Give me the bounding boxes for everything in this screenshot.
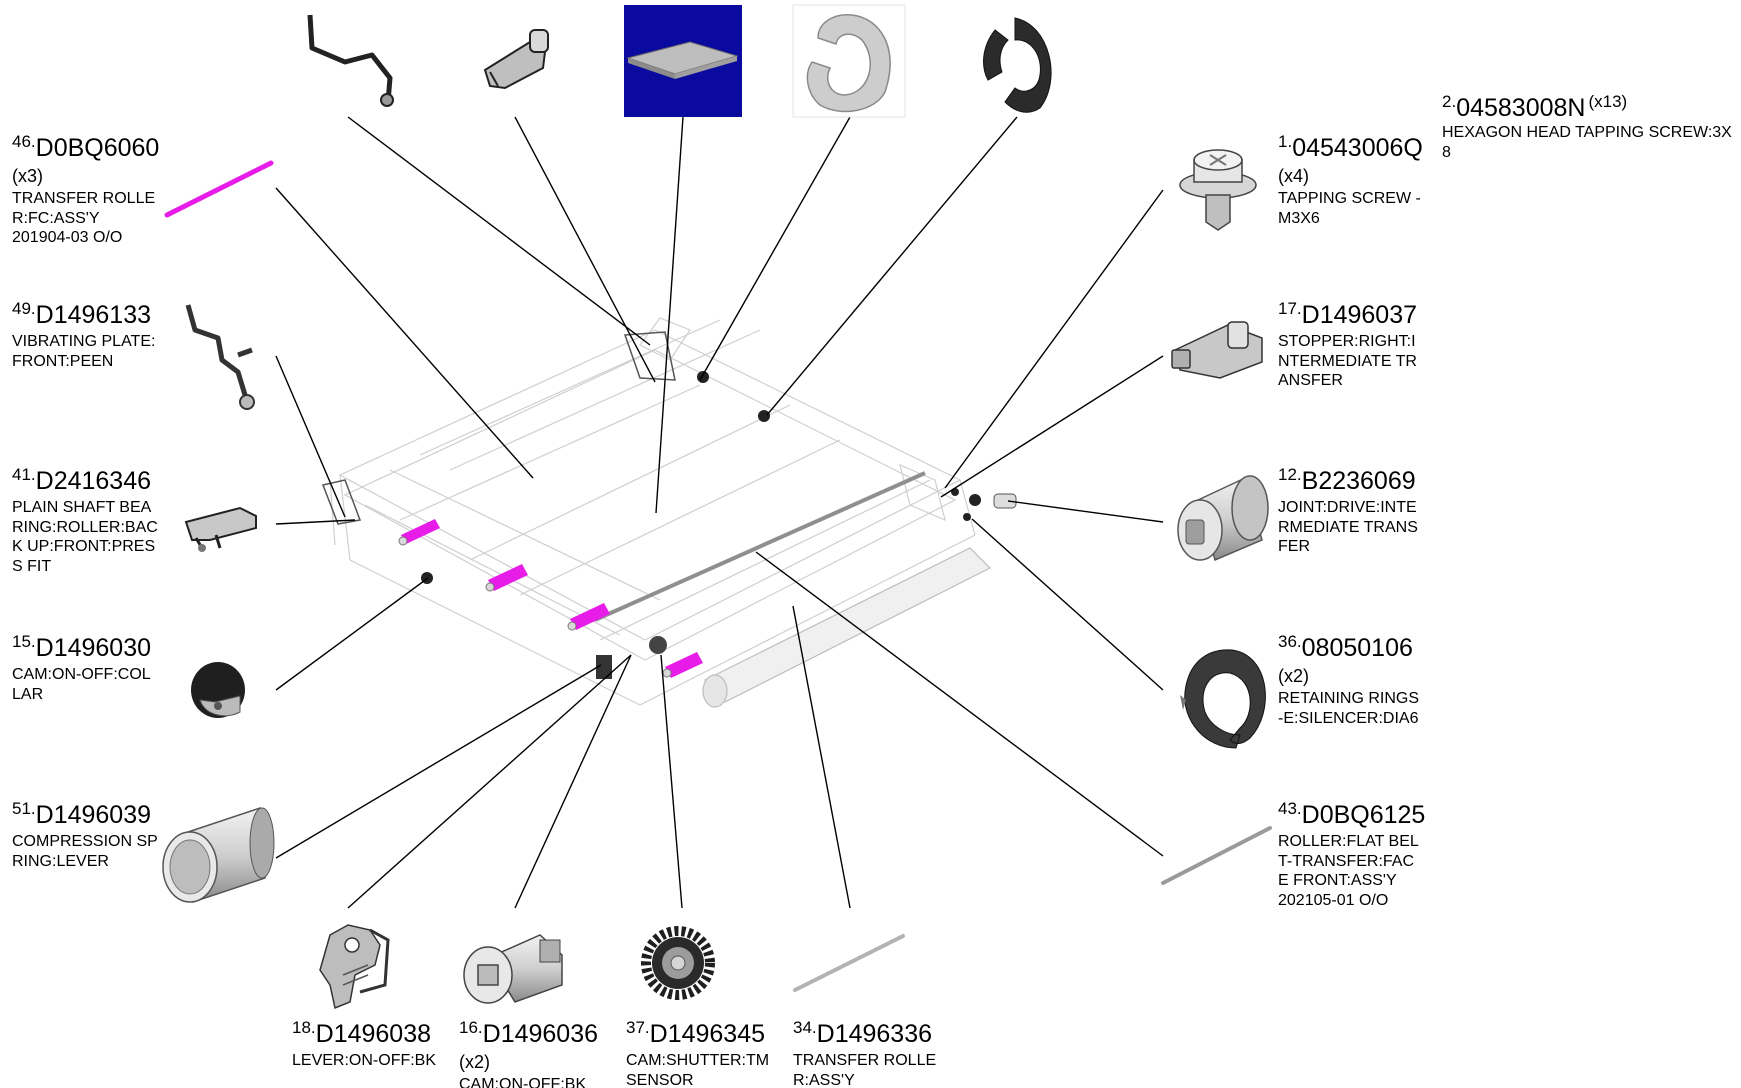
callout-part-16: 16.D1496036 (x2) CAM:ON-OFF:BK (459, 1019, 619, 1088)
callout-part-2: 2.04583008N(x13) HEXAGON HEAD TAPPING SC… (1442, 93, 1737, 162)
cam-shutter-gear-thumb (641, 926, 715, 1000)
quantity: (x3) (12, 166, 43, 186)
part-code[interactable]: 04583008N (1456, 94, 1586, 122)
callout-part-43: 43.D0BQ6125 ROLLER:FLAT BEL T-TRANSFER:F… (1278, 800, 1438, 910)
transfer-unit-assembly (329, 317, 976, 706)
part-description: TRANSFER ROLLE R:ASS'Y (793, 1052, 937, 1088)
quantity: (x13) (1588, 92, 1628, 111)
tm-sensor-thumb (624, 5, 742, 117)
quantity: (x2) (1278, 666, 1309, 686)
cam-collar-thumb (191, 662, 245, 718)
callout-part-51: 51.D1496039 COMPRESSION SP RING:LEVER (12, 800, 192, 871)
part-description: TAPPING SCREW - M3X6 (1278, 190, 1421, 227)
transfer-roller-fc-thumb (164, 160, 274, 218)
callout-part-12: 12.B2236069 JOINT:DRIVE:INTE RMEDIATE TR… (1278, 466, 1438, 557)
part-description: PLAIN SHAFT BEA RING:ROLLER:BAC K UP:FRO… (12, 499, 158, 575)
part-description: RETAINING RINGS -E:SILENCER:DIA6 (1278, 690, 1420, 727)
part-description: CAM:SHUTTER:TM SENSOR (626, 1052, 770, 1088)
flat-belt-roller-thumb (1161, 826, 1272, 885)
part-description: CAM:ON-OFF:BK (459, 1076, 587, 1088)
part-code[interactable]: D1496133 (35, 301, 152, 329)
part-description: HEXAGON HEAD TAPPING SCREW:3X 8 (1442, 124, 1732, 161)
vibrating-plate-rear-thumb (307, 14, 394, 107)
transfer-roller-in-assembly (702, 547, 992, 708)
callout-part-37: 37.D1496345 CAM:SHUTTER:TM SENSOR (626, 1019, 786, 1088)
part-code[interactable]: D1496038 (315, 1020, 432, 1048)
part-description: LEVER:ON-OFF:BK (292, 1052, 437, 1069)
part-description: CAM:ON-OFF:COL LAR (12, 666, 151, 703)
compression-spring-thumb (162, 806, 275, 904)
part-code[interactable]: D1496336 (816, 1020, 933, 1048)
callout-part-34: 34.D1496336 TRANSFER ROLLE R:ASS'Y (793, 1019, 953, 1088)
part-description: TRANSFER ROLLE R:FC:ASS'Y 201904-03 O/O (12, 190, 156, 246)
callout-part-15: 15.D1496030 CAM:ON-OFF:COL LAR (12, 633, 192, 704)
callout-part-18: 18.D1496038 LEVER:ON-OFF:BK (292, 1019, 452, 1071)
e-ring-dark-thumb (983, 17, 1052, 113)
e-ring-light-thumb (792, 4, 906, 118)
part-description: COMPRESSION SP RING:LEVER (12, 833, 158, 870)
lever-on-off-thumb (319, 924, 390, 1010)
quantity: (x2) (459, 1052, 490, 1072)
part-code[interactable]: D1496039 (35, 801, 152, 829)
stopper-left-thumb (483, 29, 549, 90)
quantity: (x4) (1278, 166, 1309, 186)
retaining-ring-thumb (1180, 649, 1266, 749)
callout-part-49: 49.D1496133 VIBRATING PLATE: FRONT:PEEN (12, 300, 192, 371)
part-code[interactable]: B2236069 (1301, 467, 1416, 495)
cam-on-off-thumb (463, 934, 563, 1004)
part-code[interactable]: 04543006Q (1292, 134, 1423, 162)
part-description: JOINT:DRIVE:INTE RMEDIATE TRANS FER (1278, 499, 1418, 555)
assembly-small-parts (321, 331, 1017, 679)
part-code[interactable]: D2416346 (35, 467, 152, 495)
joint-drive-thumb (1177, 475, 1269, 562)
tapping-screw-m3x6-thumb (1179, 149, 1257, 231)
callout-part-46: 46.D0BQ6060 (x3) TRANSFER ROLLE R:FC:ASS… (12, 133, 192, 248)
part-description: STOPPER:RIGHT:I NTERMEDIATE TR ANSFER (1278, 333, 1417, 389)
part-code[interactable]: D1496036 (482, 1020, 599, 1048)
vibrating-plate-front-thumb (185, 304, 255, 410)
callout-part-17: 17.D1496037 STOPPER:RIGHT:I NTERMEDIATE … (1278, 300, 1438, 391)
part-description: VIBRATING PLATE: FRONT:PEEN (12, 333, 156, 370)
part-code[interactable]: D1496037 (1301, 301, 1418, 329)
part-code[interactable]: D0BQ6125 (1301, 801, 1426, 829)
part-code[interactable]: D1496345 (649, 1020, 766, 1048)
plain-shaft-bearing-thumb (184, 506, 257, 552)
callout-part-1: 1.04543006Q (x4) TAPPING SCREW - M3X6 (1278, 133, 1438, 228)
part-description: ROLLER:FLAT BEL T-TRANSFER:FAC E FRONT:A… (1278, 833, 1419, 909)
flat-belt-roller-shaft (594, 471, 926, 622)
transfer-roller-highlights (401, 519, 703, 678)
callout-part-41: 41.D2416346 PLAIN SHAFT BEA RING:ROLLER:… (12, 466, 192, 576)
part-code[interactable]: D0BQ6060 (35, 134, 160, 162)
part-code[interactable]: D1496030 (35, 634, 152, 662)
leader-lines (275, 116, 1164, 909)
part-code[interactable]: 08050106 (1301, 634, 1413, 662)
transfer-roller-assy-thumb (793, 934, 905, 992)
stopper-right-thumb (1171, 321, 1263, 379)
callout-part-36: 36.08050106 (x2) RETAINING RINGS -E:SILE… (1278, 633, 1438, 728)
